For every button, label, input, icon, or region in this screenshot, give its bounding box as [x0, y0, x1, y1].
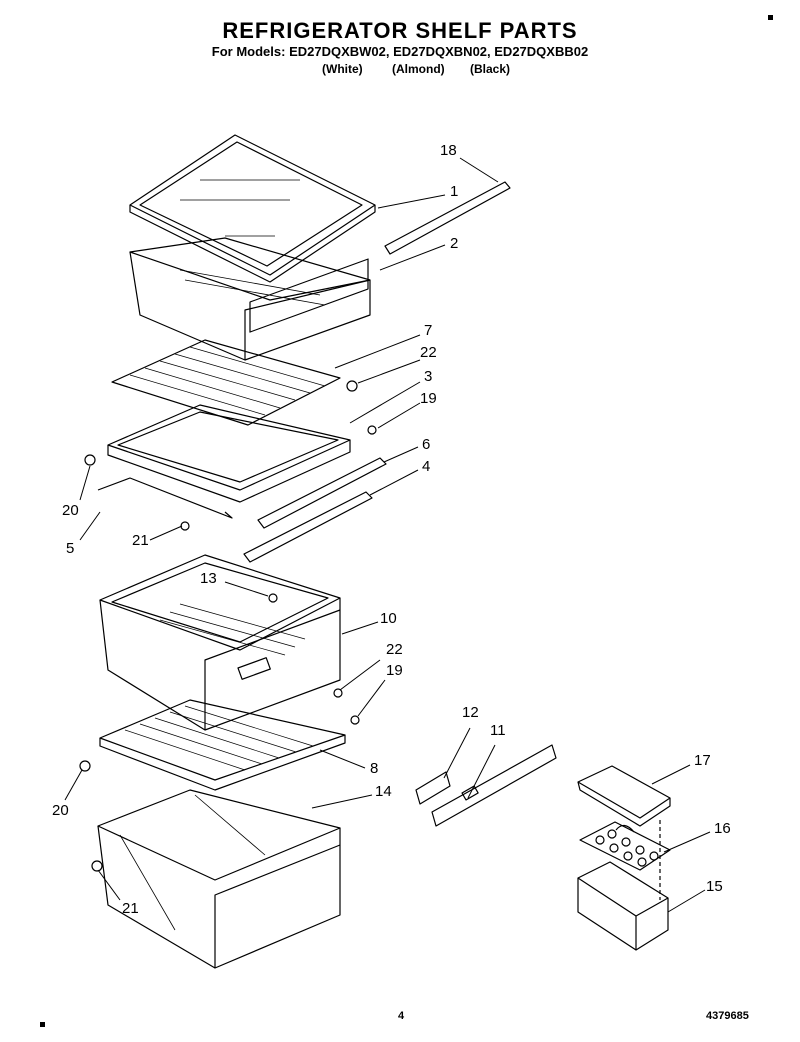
registration-mark — [40, 1022, 45, 1027]
callout-4: 4 — [422, 458, 431, 475]
finish-black: (Black) — [470, 62, 511, 76]
callout-22b: 22 — [386, 641, 403, 658]
registration-mark — [768, 15, 773, 20]
leader-lines — [64, 157, 711, 913]
model-list: For Models: ED27DQXBW02, ED27DQXBN02, ED… — [211, 44, 589, 59]
part-15-dish — [577, 820, 669, 951]
callout-15: 15 — [706, 878, 723, 895]
part-10-crisper — [99, 554, 341, 731]
callout-2: 2 — [450, 235, 459, 252]
callout-17: 17 — [694, 752, 711, 769]
callout-16: 16 — [714, 820, 731, 837]
callout-21: 21 — [132, 532, 149, 549]
callout-14: 14 — [375, 783, 392, 800]
page-number: 4 — [398, 1010, 405, 1022]
part-16-egg-tray — [579, 821, 671, 871]
callout-22: 22 — [420, 344, 437, 361]
callout-19b: 19 — [386, 662, 403, 679]
callout-6: 6 — [422, 436, 431, 453]
part-8-crisper-cover — [99, 699, 346, 791]
callout-20b: 20 — [52, 802, 69, 819]
callout-19: 19 — [420, 390, 437, 407]
page-title: REFRIGERATOR SHELF PARTS — [222, 18, 578, 43]
part-12-bracket — [415, 771, 451, 805]
part-17-lid — [577, 765, 671, 827]
fasteners — [79, 380, 377, 872]
callout-10: 10 — [380, 610, 397, 627]
part-6-trim-strip — [257, 457, 387, 529]
finish-almond: (Almond) — [392, 62, 445, 76]
part-1-glass-shelf — [129, 134, 376, 283]
finish-white: (White) — [322, 62, 363, 76]
callout-11: 11 — [490, 722, 506, 739]
callout-1: 1 — [450, 183, 459, 200]
document-number: 4379685 — [706, 1010, 749, 1022]
callout-18: 18 — [440, 142, 457, 159]
part-14-crisper-pan — [97, 789, 341, 969]
callout-3: 3 — [424, 368, 433, 385]
part-18-trim — [384, 181, 511, 255]
callout-21b: 21 — [122, 900, 139, 917]
callout-12: 12 — [462, 704, 479, 721]
part-4-trim-strip — [243, 491, 373, 563]
part-2-meat-pan — [129, 237, 371, 361]
callout-13: 13 — [200, 570, 217, 587]
part-7-shelf-insert — [111, 339, 341, 426]
part-11-divider — [431, 744, 557, 827]
callout-7: 7 — [424, 322, 433, 339]
callout-8: 8 — [370, 760, 379, 777]
callout-20: 20 — [62, 502, 79, 519]
part-3-shelf-frame — [97, 404, 351, 519]
callout-5: 5 — [66, 540, 75, 557]
